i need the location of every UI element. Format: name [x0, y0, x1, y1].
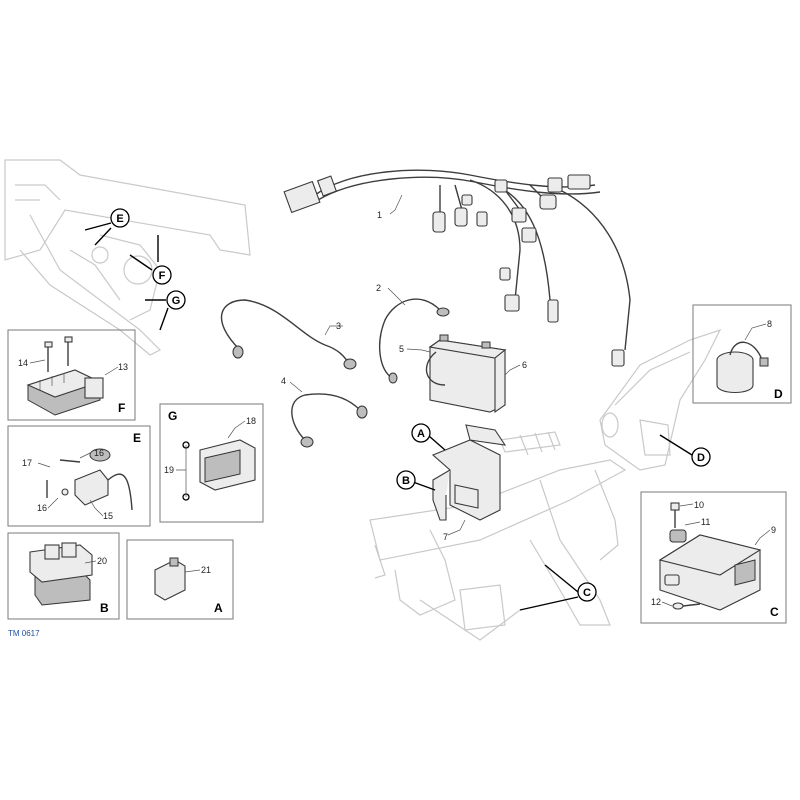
marker-b: B [396, 470, 416, 490]
svg-text:E: E [116, 213, 123, 225]
battery-cable-2 [379, 298, 450, 384]
marker-a: A [411, 423, 431, 443]
callout-5: 5 [399, 344, 404, 354]
callout-18: 18 [246, 416, 256, 426]
callout-13: 13 [118, 362, 128, 372]
leader-lines [29, 194, 771, 607]
svg-text:D: D [697, 452, 705, 464]
callout-9: 9 [771, 525, 776, 535]
screws-c [670, 502, 701, 610]
detail-box-d [692, 304, 792, 404]
ecu-9 [658, 529, 762, 611]
marker-c: C [577, 582, 597, 602]
box-label-b: B [100, 601, 109, 615]
callout-2: 2 [376, 283, 381, 293]
detail-box-e [7, 425, 151, 527]
detail-box-f [7, 329, 136, 421]
box-label-g: G [168, 409, 177, 423]
marker-d: D [691, 447, 711, 467]
drawing-code: TM 0617 [8, 629, 40, 638]
box-label-a: A [214, 601, 223, 615]
callout-12: 12 [651, 597, 661, 607]
relay-20 [29, 542, 93, 606]
svg-text:F: F [159, 270, 166, 282]
battery-cable-3 [220, 299, 357, 370]
box-label-f: F [118, 401, 125, 415]
callout-20: 20 [97, 556, 107, 566]
callout-11: 11 [701, 517, 710, 527]
callout-14: 14 [18, 358, 28, 368]
callout-21: 21 [201, 565, 211, 575]
connector-21 [154, 557, 186, 601]
coil-15 [46, 448, 133, 511]
battery-tray [431, 424, 507, 521]
detail-box-g [159, 403, 264, 523]
harness-connector-main [283, 180, 321, 214]
box-label-e: E [133, 431, 141, 445]
svg-text:A: A [417, 428, 425, 440]
callout-16-bottom: 16 [37, 503, 47, 513]
callout-1: 1 [377, 210, 382, 220]
battery [425, 334, 507, 414]
callout-8: 8 [767, 319, 772, 329]
detail-box-c [640, 491, 787, 624]
callout-3: 3 [336, 321, 341, 331]
marker-f: F [152, 265, 172, 285]
svg-text:B: B [402, 475, 410, 487]
box-label-c: C [770, 605, 779, 619]
marker-g: G [166, 290, 186, 310]
box-label-d: D [774, 387, 783, 401]
battery-cable-4 [291, 393, 368, 448]
detail-box-a [126, 539, 234, 620]
callout-17: 17 [22, 458, 32, 468]
detail-box-b [7, 532, 120, 620]
callout-19: 19 [164, 465, 174, 475]
callout-6: 6 [522, 360, 527, 370]
svg-text:G: G [172, 295, 181, 307]
svg-text:C: C [583, 587, 591, 599]
regulator-13 [26, 336, 104, 416]
callout-10: 10 [694, 500, 704, 510]
frame-sketch-top-left [4, 159, 251, 356]
relay-8 [716, 341, 769, 394]
callout-15: 15 [103, 511, 113, 521]
module-18 [182, 439, 256, 501]
callout-4: 4 [281, 376, 286, 386]
marker-e: E [110, 208, 130, 228]
callout-7: 7 [443, 532, 448, 542]
frame-sketch-center [369, 431, 627, 641]
marker-arrows [84, 222, 693, 611]
callout-16-top: 16 [94, 448, 104, 458]
main-wiring-harness [283, 169, 631, 367]
